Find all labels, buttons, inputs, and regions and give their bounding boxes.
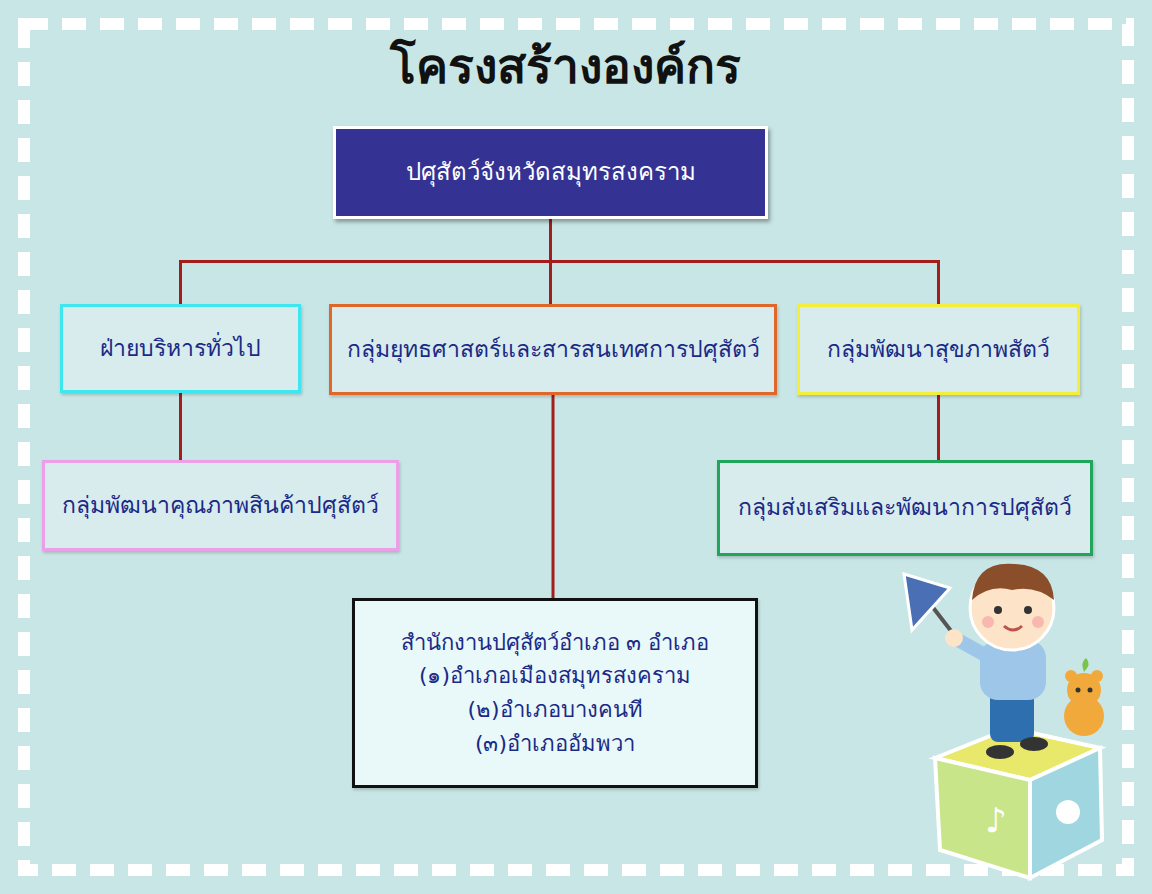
box-label: ปศุสัตว์จังหวัดสมุทรสงคราม (406, 156, 696, 188)
division-box: กลุ่มพัฒนาสุขภาพสัตว์ (797, 304, 1080, 395)
connector-line (551, 219, 939, 304)
list-item: (๒)อำเภอบางคนที (467, 695, 642, 725)
group-box: กลุ่มพัฒนาคุณภาพสินค้าปศุสัตว์ (42, 460, 399, 551)
note-symbol: ♪ (985, 800, 1007, 840)
connector-line (937, 395, 940, 460)
list-item: (๑)อำเภอเมืองสมุทรสงคราม (419, 661, 691, 691)
connector-line (181, 219, 551, 304)
chart-title: โครงสร้างองค์กร (0, 34, 1130, 99)
group-box: กลุ่มส่งเสริมและพัฒนาการปศุสัตว์ (717, 460, 1093, 556)
district-office-box: สำนักงานปศุสัตว์อำเภอ ๓ อำเภอ(๑)อำเภอเมื… (352, 598, 758, 788)
box-label: กลุ่มพัฒนาคุณภาพสินค้าปศุสัตว์ (62, 490, 379, 521)
division-box: กลุ่มยุทธศาสตร์และสารสนเทศการปศุสัตว์ (329, 304, 777, 395)
box-label: ฝ่ายบริหารทั่วไป (100, 333, 261, 364)
connector-line (552, 395, 555, 598)
list-item: (๓)อำเภออัมพวา (475, 729, 635, 759)
box-label: สำนักงานปศุสัตว์อำเภอ ๓ อำเภอ (401, 628, 710, 658)
head-box: ปศุสัตว์จังหวัดสมุทรสงคราม (333, 126, 768, 219)
box-label: กลุ่มพัฒนาสุขภาพสัตว์ (827, 334, 1050, 365)
box-label: กลุ่มส่งเสริมและพัฒนาการปศุสัตว์ (738, 492, 1072, 523)
box-label: กลุ่มยุทธศาสตร์และสารสนเทศการปศุสัตว์ (347, 334, 760, 365)
division-box: ฝ่ายบริหารทั่วไป (60, 304, 301, 393)
connector-line (179, 393, 182, 460)
